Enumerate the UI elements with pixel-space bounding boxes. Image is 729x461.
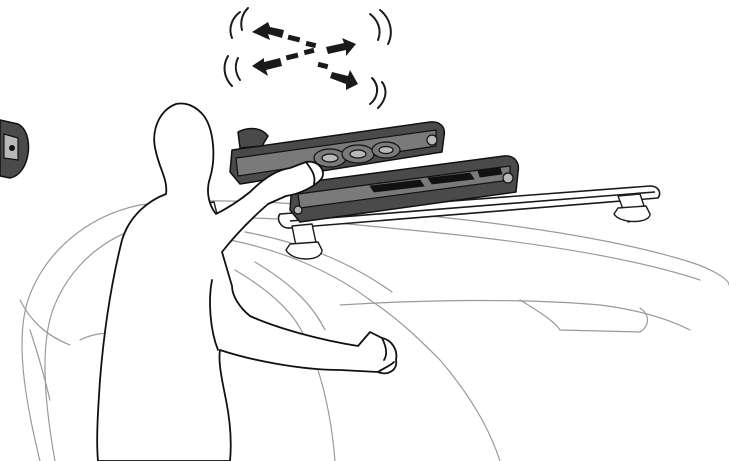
carrier-lock-icon: [0, 120, 29, 178]
shake-arrows-icon: [225, 8, 391, 108]
roof-bar-foot-left: [286, 224, 322, 259]
